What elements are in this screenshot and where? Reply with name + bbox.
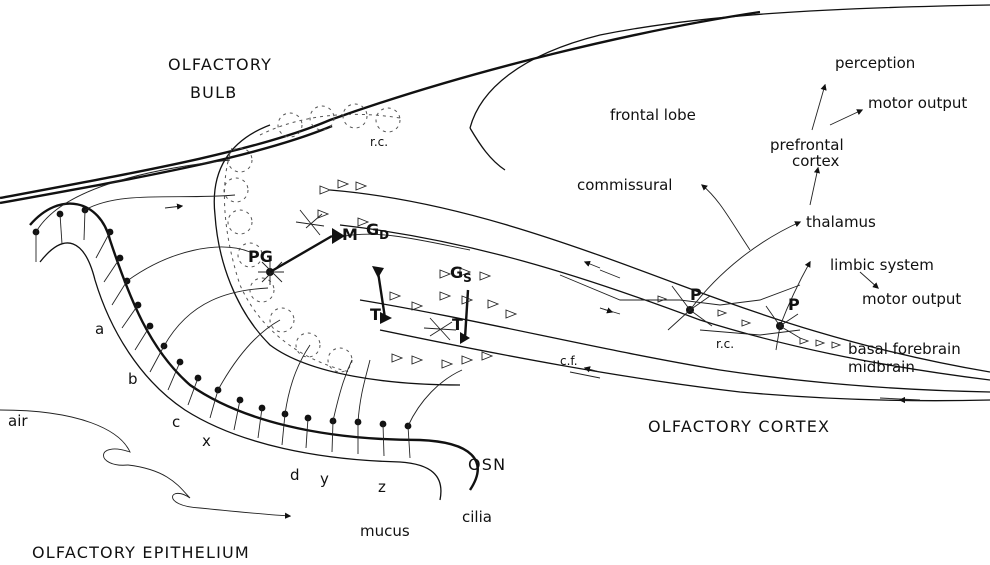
label-t2: T <box>452 315 463 334</box>
label-zone-b: b <box>128 370 138 388</box>
label-motor-output-top: motor output <box>868 94 967 112</box>
label-prefrontal-2: cortex <box>792 152 839 170</box>
airflow <box>0 410 290 516</box>
label-gd: GD <box>366 220 389 242</box>
output-arrows <box>165 85 918 400</box>
label-olfactory-epithelium: OLFACTORY EPITHELIUM <box>32 543 250 562</box>
label-zone-z: z <box>378 478 386 496</box>
label-zone-y: y <box>320 470 329 488</box>
label-pg: PG <box>248 247 273 266</box>
label-zone-c: c <box>172 413 180 431</box>
label-mucus: mucus <box>360 522 410 540</box>
label-commissural: commissural <box>577 176 672 194</box>
label-olfactory-cortex: OLFACTORY CORTEX <box>648 417 830 436</box>
label-perception: perception <box>835 54 915 72</box>
label-rc-bulb: r.c. <box>370 135 388 149</box>
label-p2: P <box>788 295 800 314</box>
label-olfactory-bulb-2: BULB <box>190 83 237 102</box>
label-basal-forebrain: basal forebrain <box>848 340 961 358</box>
label-osn: OSN <box>468 455 506 474</box>
label-cf: c.f. <box>560 354 578 368</box>
label-zone-d: d <box>290 466 300 484</box>
label-cilia: cilia <box>462 508 492 526</box>
label-rc-cortex: r.c. <box>716 337 734 351</box>
tufted-cell-2 <box>424 290 470 344</box>
label-t1: T <box>370 305 381 324</box>
label-midbrain: midbrain <box>848 358 915 376</box>
label-air: air <box>8 412 28 430</box>
label-olfactory-bulb-1: OLFACTORY <box>168 55 272 74</box>
label-zone-x: x <box>202 432 211 450</box>
label-m: M <box>342 225 358 244</box>
label-motor-output-bottom: motor output <box>862 290 961 308</box>
granule-cells <box>318 180 516 368</box>
label-frontal-lobe: frontal lobe <box>610 106 696 124</box>
label-zone-a: a <box>95 320 104 338</box>
label-gs: GS <box>450 263 472 285</box>
cortex-cells <box>658 286 840 350</box>
label-limbic-system: limbic system <box>830 256 934 274</box>
label-thalamus: thalamus <box>806 213 876 231</box>
label-p1: P <box>690 285 702 304</box>
